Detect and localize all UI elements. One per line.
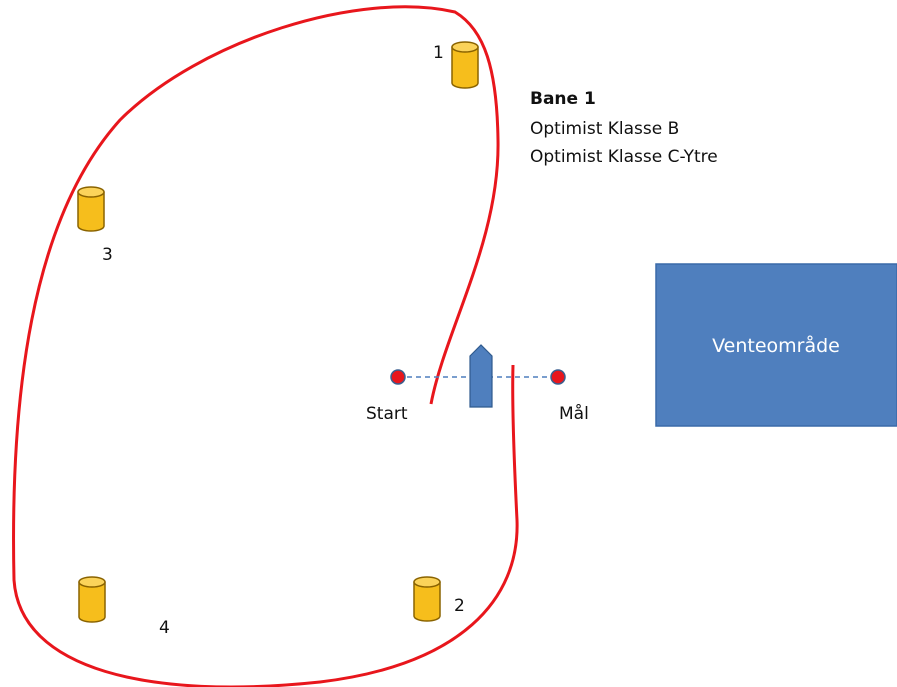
waiting-area	[655, 263, 897, 427]
buoy-4-label: 4	[159, 618, 170, 638]
start-label: Start	[366, 404, 408, 424]
finish-marker	[550, 369, 566, 385]
buoy-1	[451, 41, 479, 89]
course-class-2: Optimist Klasse C-Ytre	[530, 147, 718, 167]
course-title: Bane 1	[530, 89, 596, 109]
buoy-1-label: 1	[433, 43, 444, 63]
buoy-3-label: 3	[102, 245, 113, 265]
buoy-2	[413, 576, 441, 622]
buoy-3	[77, 186, 105, 232]
buoy-2-label: 2	[454, 596, 465, 616]
committee-boat	[469, 344, 493, 408]
finish-label: Mål	[559, 403, 589, 424]
waiting-area-label: Venteområde	[712, 334, 840, 357]
course-class-1: Optimist Klasse B	[530, 119, 679, 139]
buoy-4	[78, 576, 106, 623]
course-line	[12, 5, 519, 687]
start-marker	[390, 369, 406, 385]
